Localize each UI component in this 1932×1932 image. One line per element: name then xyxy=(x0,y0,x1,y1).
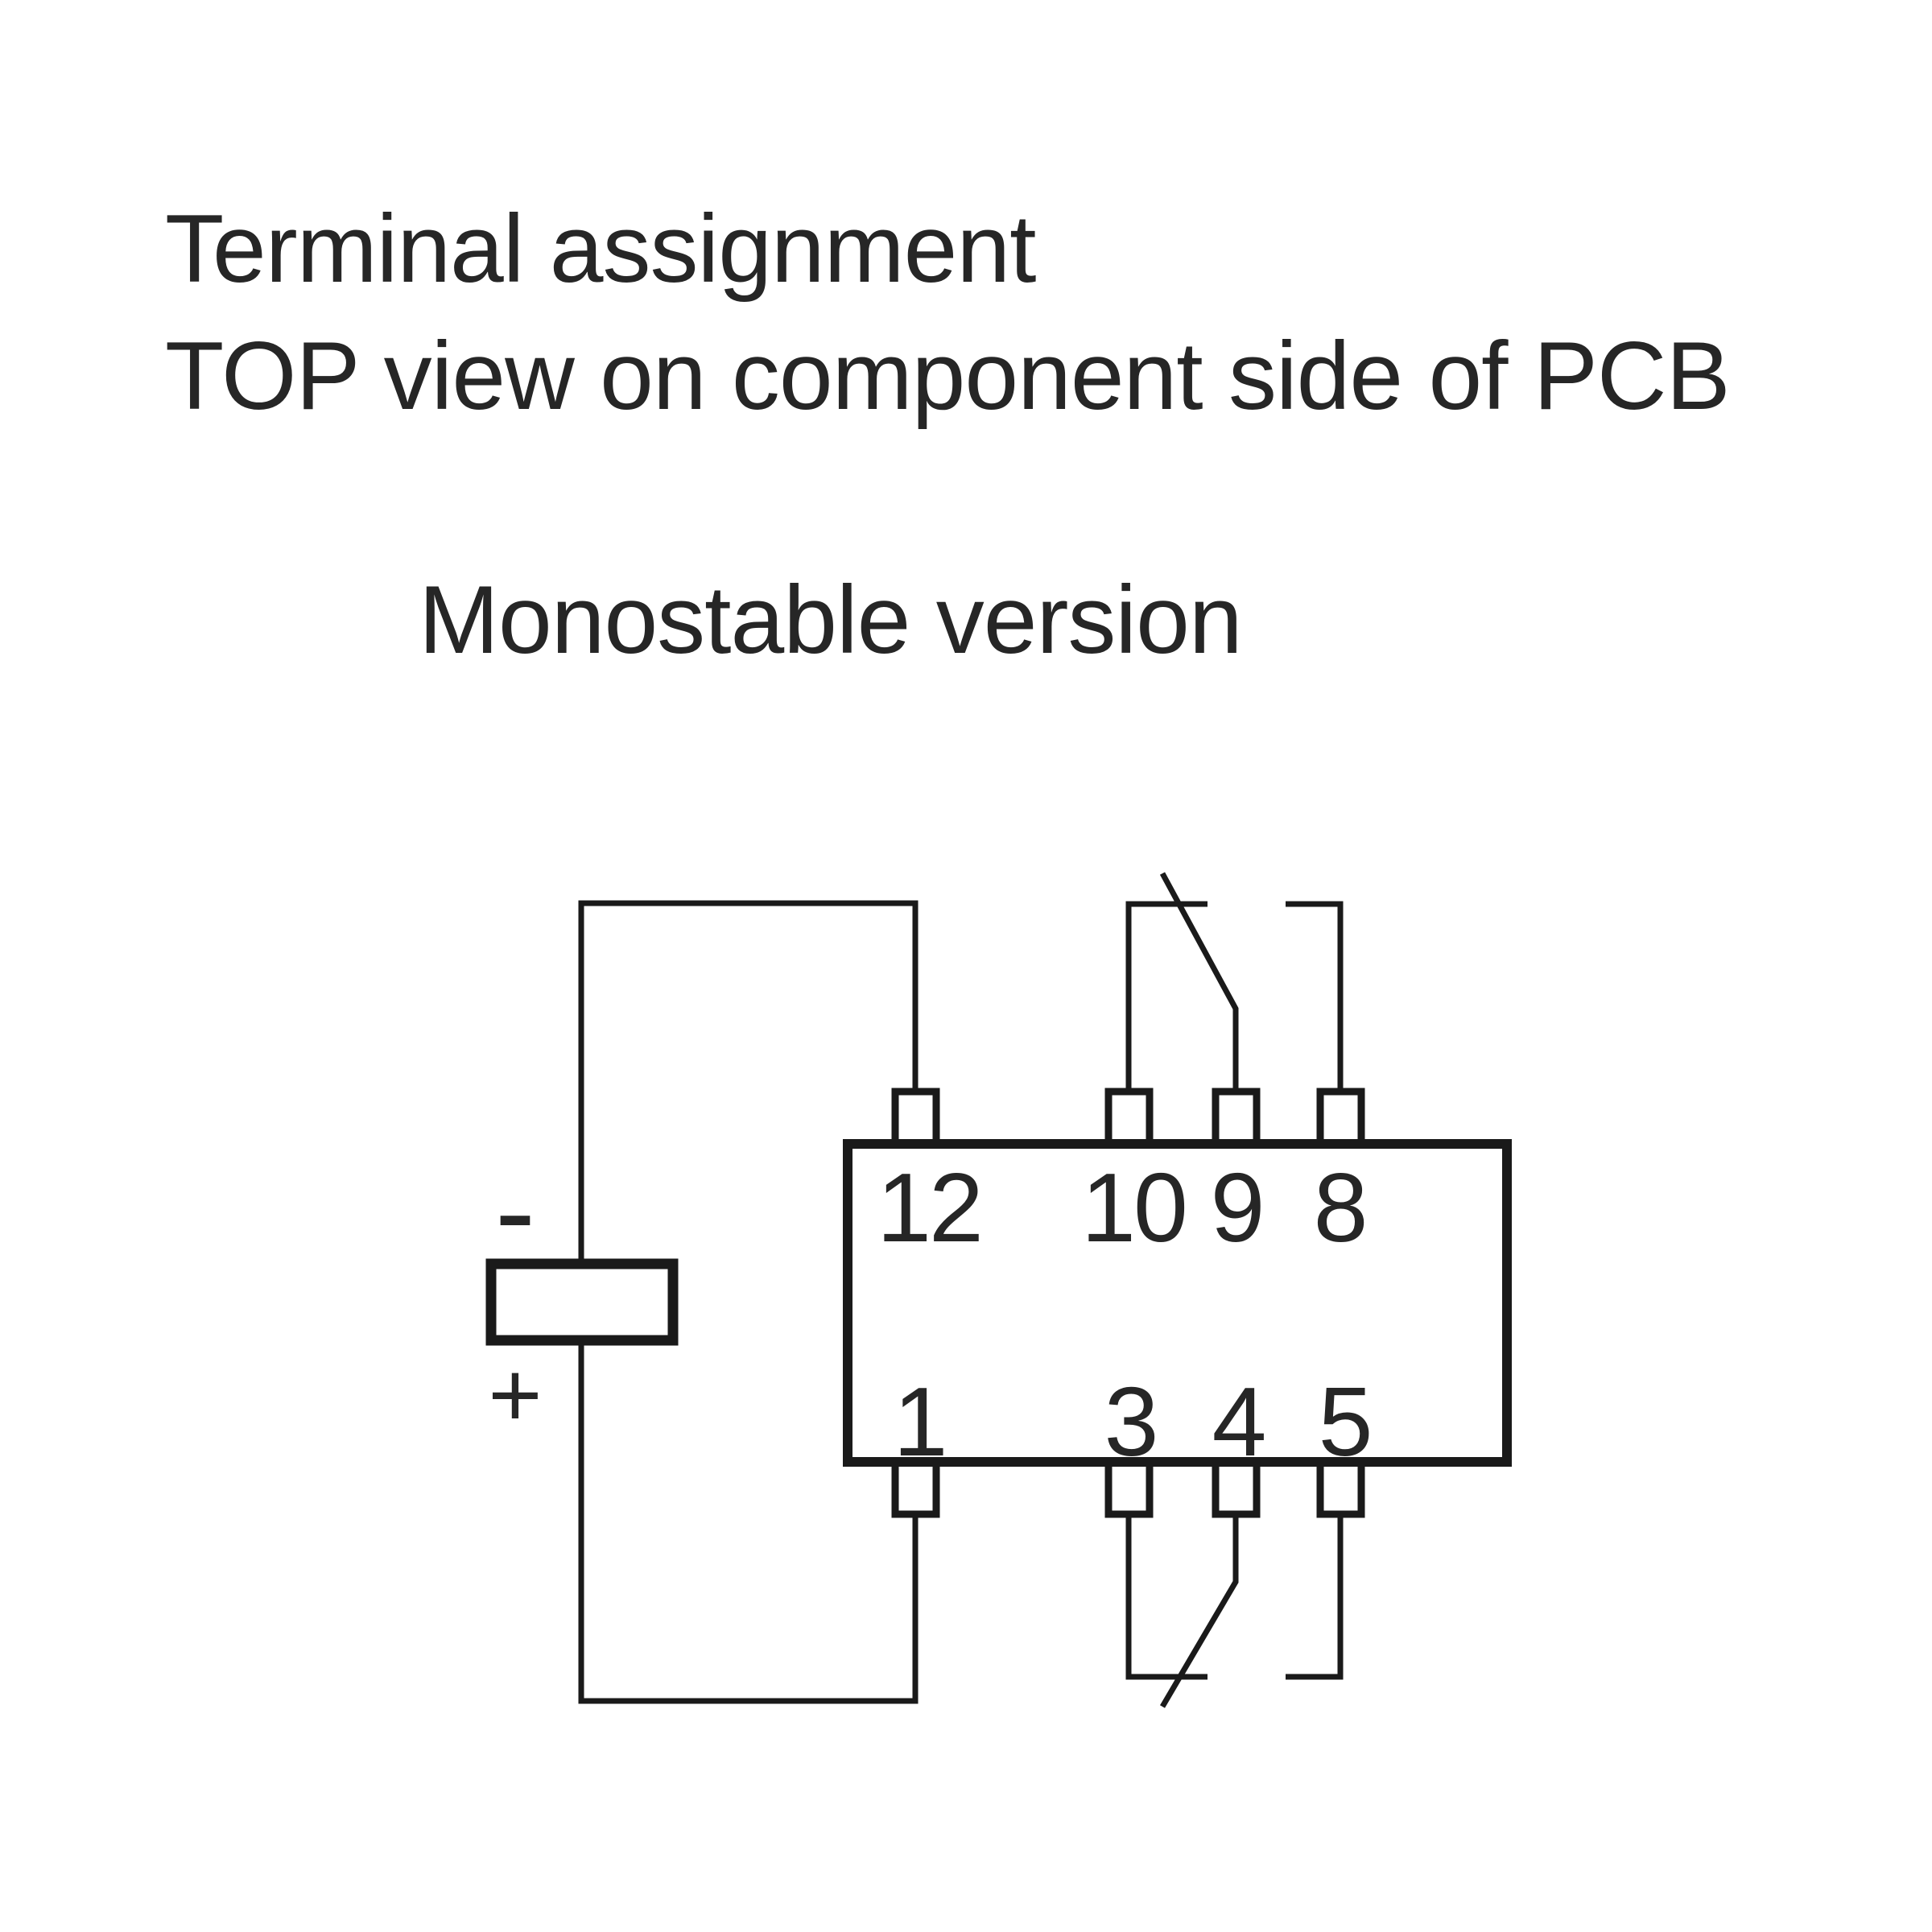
relay-body xyxy=(843,1139,1512,1467)
battery-minus-label: - xyxy=(495,1143,535,1278)
pin-terminal-10 xyxy=(1104,1088,1154,1149)
pin-label-3: 3 xyxy=(1104,1367,1157,1476)
pin-label-10: 10 xyxy=(1081,1153,1186,1262)
page-title: Terminal assignment TOP view on componen… xyxy=(165,185,1731,440)
pin-label-9: 9 xyxy=(1211,1153,1263,1262)
pin-terminal-4 xyxy=(1212,1457,1261,1518)
title-line-1: Terminal assignment xyxy=(165,195,1036,303)
pin-label-12: 12 xyxy=(877,1153,981,1262)
pin-label-1: 1 xyxy=(894,1367,946,1476)
relay-pins xyxy=(891,1088,1365,1518)
subtitle-monostable-version: Monostable version xyxy=(419,566,1243,674)
bottom-contact-blade xyxy=(1159,1512,1239,1708)
battery-plus-label: + xyxy=(488,1344,542,1447)
pin-terminal-12 xyxy=(891,1088,940,1149)
pin-label-5: 5 xyxy=(1319,1367,1371,1476)
pin-label-8: 8 xyxy=(1314,1153,1366,1262)
coil-wire-bottom xyxy=(578,1340,919,1704)
bottom-contact-set xyxy=(1125,1512,1344,1708)
pin-5-contact-wire xyxy=(1286,1512,1344,1680)
pin-terminal-9 xyxy=(1212,1088,1261,1149)
top-contact-set xyxy=(1125,872,1344,1095)
battery-symbol xyxy=(485,1258,679,1346)
title-line-2: TOP view on component side of PCB xyxy=(165,322,1731,430)
pin-labels: 12 10 9 8 1 3 4 5 xyxy=(877,1153,1373,1476)
coil-supply-loop: - + xyxy=(485,900,919,1704)
pin-terminal-8 xyxy=(1316,1088,1365,1149)
coil-wire-top xyxy=(578,900,919,1265)
top-contact-blade xyxy=(1159,872,1239,1095)
pin-label-4: 4 xyxy=(1212,1367,1265,1476)
pin-8-contact-wire xyxy=(1286,901,1344,1095)
